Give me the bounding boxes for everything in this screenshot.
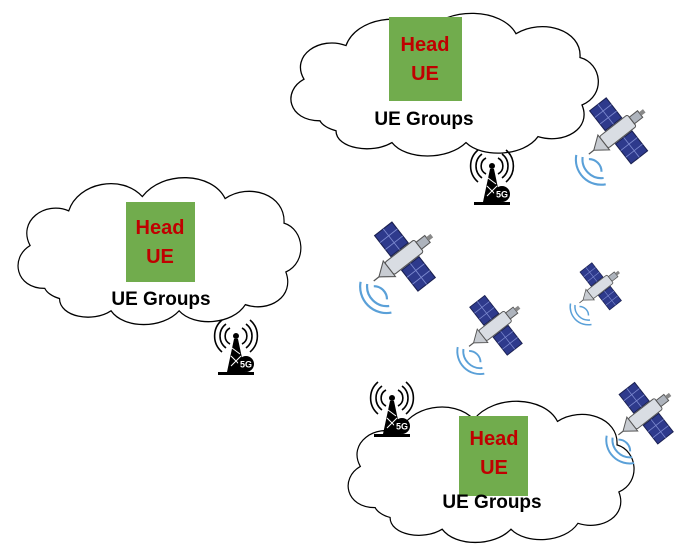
ue-group-cluster-bottom: Head UE UE Groups xyxy=(347,400,635,544)
satellite-icon xyxy=(563,252,635,326)
ue-groups-label: UE Groups xyxy=(374,109,473,130)
ue-groups-label: UE Groups xyxy=(111,289,210,310)
satellite-icon xyxy=(449,282,539,376)
head-ue-box xyxy=(126,202,195,282)
head-ue-label-line1: Head xyxy=(136,217,185,239)
head-ue-label-line2: UE xyxy=(480,457,508,479)
cell-tower-5g-icon: 5G xyxy=(369,381,415,438)
ue-group-cluster-left: Head UE UE Groups xyxy=(17,176,302,326)
tower-5g-badge: 5G xyxy=(396,422,408,432)
head-ue-label-line1: Head xyxy=(470,428,519,450)
head-ue-box xyxy=(389,17,462,101)
cell-tower-5g-icon: 5G xyxy=(469,149,515,206)
tower-5g-badge: 5G xyxy=(496,190,508,200)
ue-group-cluster-top: Head UE UE Groups xyxy=(290,12,599,157)
cell-tower-5g-icon: 5G xyxy=(213,319,259,376)
head-ue-label-line2: UE xyxy=(146,246,174,268)
head-ue-box xyxy=(459,416,528,496)
head-ue-label-line1: Head xyxy=(401,34,450,56)
head-ue-label-line2: UE xyxy=(411,63,439,85)
satellite-icon xyxy=(350,206,455,315)
ue-groups-label: UE Groups xyxy=(442,492,541,513)
tower-5g-badge: 5G xyxy=(240,360,252,370)
